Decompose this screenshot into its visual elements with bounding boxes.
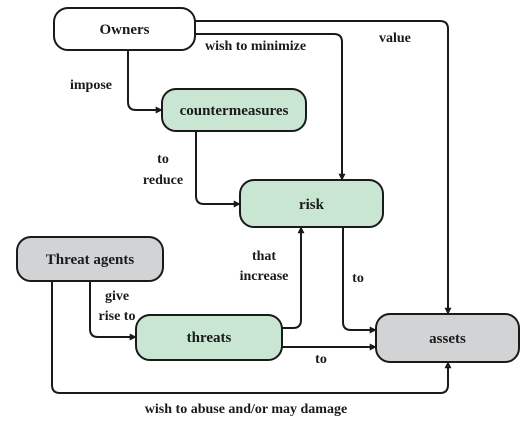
node-owners-label: Owners: [100, 22, 150, 38]
node-threats-label: threats: [187, 330, 232, 346]
label-give-rise-to-line1: give: [105, 289, 129, 304]
node-threat-agents-label: Threat agents: [46, 252, 135, 268]
edge-owners-countermeasures: [127, 50, 163, 114]
label-give-rise-to-line2: rise to: [99, 309, 136, 324]
label-threats-to-assets: to: [315, 352, 327, 367]
edge-owners-risk: [195, 33, 346, 181]
edge-threatagents-assets: [51, 281, 452, 394]
label-that-increase-line2: increase: [240, 269, 289, 284]
edge-countermeasures-risk: [195, 131, 241, 208]
node-risk: risk: [239, 179, 384, 228]
node-threats: threats: [135, 314, 283, 361]
label-that-increase-line1: that: [252, 249, 276, 264]
node-threats-box: [135, 314, 283, 361]
node-countermeasures-label: countermeasures: [180, 103, 289, 119]
label-to-reduce-line1: to: [157, 152, 169, 167]
label-risk-to-assets: to: [352, 271, 364, 286]
node-assets: assets: [375, 313, 520, 363]
node-countermeasures-box: [161, 88, 307, 132]
node-risk-box: [239, 179, 384, 228]
label-wish-to-abuse: wish to abuse and/or may damage: [145, 402, 347, 417]
label-impose: impose: [70, 78, 112, 93]
label-value: value: [379, 31, 411, 46]
node-assets-label: assets: [429, 331, 466, 347]
edge-threats-risk: [282, 226, 305, 329]
edge-owners-assets: [195, 20, 452, 315]
node-threat-agents: Threat agents: [16, 236, 164, 282]
edge-risk-assets: [342, 227, 377, 334]
label-to-reduce-line2: reduce: [143, 173, 183, 188]
node-assets-box: [375, 313, 520, 363]
node-countermeasures: countermeasures: [161, 88, 307, 132]
node-owners: Owners: [53, 7, 196, 51]
edge-threatagents-threats: [89, 281, 137, 341]
node-owners-box: [53, 7, 196, 51]
node-threat-agents-box: [16, 236, 164, 282]
label-wish-to-minimize: wish to minimize: [205, 39, 306, 54]
node-risk-label: risk: [299, 197, 325, 213]
